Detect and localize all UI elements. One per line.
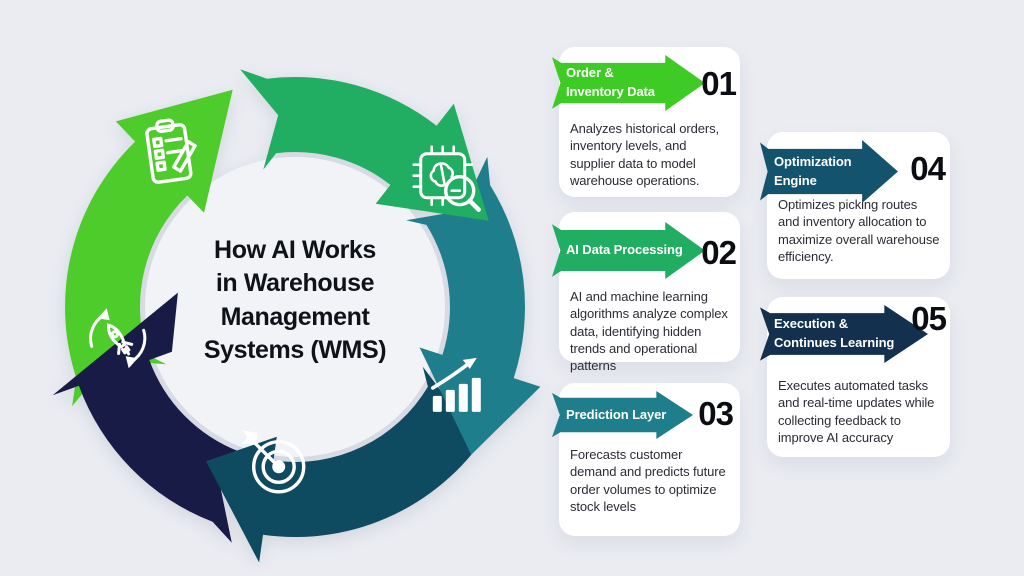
step-description: Analyzes historical orders, inventory le… (570, 121, 720, 188)
step-card-4: Optimization Engine 04 Optimizes picking… (760, 132, 950, 279)
step-arrow-ribbon: Prediction Layer (552, 391, 693, 439)
cycle-segment-optimization-engine (206, 366, 517, 563)
step-number: 02 (701, 234, 737, 271)
step-card-1: Order & Inventory Data 01 Analyzes histo… (552, 47, 740, 197)
step-description: Executes automated tasks and real-time u… (778, 378, 935, 445)
step-label: Execution & Continues Learning (774, 316, 895, 350)
step-description: Optimizes picking routes and inventory a… (778, 197, 940, 264)
cycle-inner-circle (145, 157, 445, 457)
step-description: AI and machine learning algorithms analy… (570, 289, 728, 374)
step-card-5: Execution & Continues Learning 05 Execut… (760, 297, 950, 457)
step-label: Order & Inventory Data (566, 65, 655, 99)
step-arrow-ribbon: AI Data Processing (552, 222, 705, 279)
cycle-diagram (52, 69, 541, 563)
cycle-segment-prediction-layer (406, 156, 541, 455)
step-number: 03 (698, 395, 734, 432)
step-card-2: AI Data Processing 02 AI and machine lea… (552, 212, 740, 373)
cycle-segment-ai-data-processing (240, 69, 489, 221)
step-label: AI Data Processing (566, 242, 683, 258)
step-label: Prediction Layer (566, 406, 667, 422)
step-arrow-ribbon: Order & Inventory Data (552, 55, 705, 111)
step-number: 04 (910, 150, 946, 187)
step-label: Optimization Engine (774, 153, 852, 188)
step-number: 05 (911, 300, 947, 337)
step-arrow-ribbon: Optimization Engine (760, 140, 898, 203)
cycle-segment-execution-learning (52, 292, 259, 543)
page-title: How AI Works in Warehouse Management Sys… (203, 236, 387, 364)
step-card-3: Prediction Layer 03 Forecasts customer d… (552, 383, 740, 536)
step-number: 01 (701, 65, 737, 102)
step-arrow-ribbon: Execution & Continues Learning (760, 305, 928, 363)
step-description: Forecasts customer demand and predicts f… (570, 447, 726, 514)
